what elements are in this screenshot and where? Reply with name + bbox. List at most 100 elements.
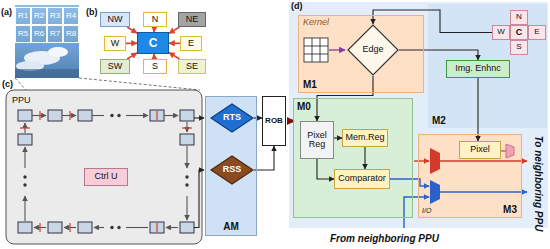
center-box: C xyxy=(137,32,169,54)
process-box: Img. Enhnc xyxy=(446,60,510,78)
node-label: Pixel xyxy=(470,145,490,154)
node-label: N xyxy=(516,13,522,21)
node-label: R6 xyxy=(34,30,44,38)
region-label: M3 xyxy=(503,204,517,215)
data-arrow xyxy=(334,137,342,138)
ppu-links xyxy=(25,116,187,228)
comparator-box: Comparator xyxy=(334,169,390,189)
decision-diamond: Edge xyxy=(347,24,399,76)
neighbor-box: NE xyxy=(178,12,206,27)
node-label: Ctrl U xyxy=(95,172,118,181)
region-label: I/O xyxy=(422,207,431,215)
region-label: M1 xyxy=(303,79,317,90)
node-label: N xyxy=(152,15,159,24)
node-label: SW xyxy=(108,62,123,71)
ppu-squares xyxy=(18,110,194,233)
region-cell: R7 xyxy=(47,25,63,43)
neighbor-arrow xyxy=(169,42,180,44)
mux-symbols xyxy=(430,144,514,204)
node-label: W xyxy=(497,28,505,36)
red-ticks xyxy=(20,111,192,232)
region-cell: R8 xyxy=(63,25,79,43)
zoom-lines xyxy=(15,78,200,90)
region-fill xyxy=(298,15,424,93)
neighbor-box: SE xyxy=(178,59,206,74)
node-label: NE xyxy=(186,15,199,24)
direction-cell: S xyxy=(510,40,528,55)
region-fill xyxy=(428,4,547,128)
ppu-array-panel xyxy=(6,90,202,244)
panel-label: (c) xyxy=(2,80,13,90)
unit-label: PPU xyxy=(12,96,31,106)
direction-cell: N xyxy=(510,10,528,25)
node-label: RSS xyxy=(223,165,242,174)
neighbor-arrow xyxy=(127,27,137,33)
node-label: SE xyxy=(186,62,198,71)
region-label: AM xyxy=(206,221,256,232)
module-region: M2NWCESImg. Enhnc xyxy=(428,4,547,128)
node-label: R8 xyxy=(66,30,76,38)
node-label: E xyxy=(534,28,539,36)
data-arrow xyxy=(373,10,492,33)
neighbor-box: W xyxy=(104,36,126,51)
data-arrow xyxy=(364,147,365,169)
node-label: NW xyxy=(108,15,123,24)
node-label: Pixel Reg xyxy=(302,131,332,150)
region-fills xyxy=(205,4,547,236)
data-arrow xyxy=(399,50,478,60)
region-cell: R5 xyxy=(15,25,31,43)
node-label: C xyxy=(516,28,523,37)
direction-label: To neighboring PPU xyxy=(533,135,544,231)
panel-label: (b) xyxy=(86,8,98,18)
node-label: S xyxy=(516,43,521,51)
direction-cell: E xyxy=(528,25,546,40)
region-fill xyxy=(205,96,257,236)
register-box: Mem.Reg xyxy=(342,129,388,147)
region-label: Kernel xyxy=(303,18,329,28)
data-arrow xyxy=(254,117,262,118)
kernel-grid xyxy=(304,38,328,62)
neighbor-arrow xyxy=(126,42,137,44)
node-label: Comparator xyxy=(338,174,386,183)
node-label: R3 xyxy=(50,12,60,20)
region-cell: R3 xyxy=(47,7,63,25)
ppu-dots xyxy=(23,114,188,229)
neighbor-box: E xyxy=(180,36,202,51)
direction-label: From neighboring PPU xyxy=(330,233,439,244)
region-cell: R1 xyxy=(15,7,31,25)
direction-cell: W xyxy=(492,25,510,40)
node-label: R4 xyxy=(66,12,76,20)
region-fill xyxy=(293,98,413,218)
neighbor-box: S xyxy=(143,59,167,74)
panel-label: (a) xyxy=(1,8,12,18)
neighbor-arrow xyxy=(169,27,180,33)
node-label: W xyxy=(111,39,120,48)
module-region: AM RTS RSS xyxy=(205,96,257,236)
region-cell: R2 xyxy=(31,7,47,25)
node-label: R5 xyxy=(18,30,28,38)
region-cell: R4 xyxy=(63,7,79,25)
unit-diamond: RTS xyxy=(210,103,254,133)
node-label: ROB xyxy=(265,117,283,125)
data-arrow xyxy=(317,159,334,179)
node-label: RTS xyxy=(223,113,241,122)
unit-diamond: RSS xyxy=(210,155,254,185)
io-wires xyxy=(390,151,527,228)
ppu-detail-panel xyxy=(289,2,548,228)
am-inputs xyxy=(194,118,204,228)
node-label: R1 xyxy=(18,12,28,20)
module-region: M3 I/O Pixel xyxy=(418,134,522,218)
kernel-arrow xyxy=(329,49,345,50)
pixel-box: Pixel xyxy=(459,141,501,159)
node-label: Mem.Reg xyxy=(345,133,384,142)
module-region: KernelM1 Edge xyxy=(298,15,424,93)
panel-label: (d) xyxy=(291,2,303,12)
neighbor-box: N xyxy=(143,12,167,27)
direction-cell: C xyxy=(510,25,528,40)
control-box: Ctrl U xyxy=(84,168,128,186)
data-arrow xyxy=(477,78,478,141)
node-label: S xyxy=(152,62,158,71)
node-label: R7 xyxy=(50,30,60,38)
data-arrow xyxy=(254,146,274,170)
region-label: M0 xyxy=(297,101,311,112)
